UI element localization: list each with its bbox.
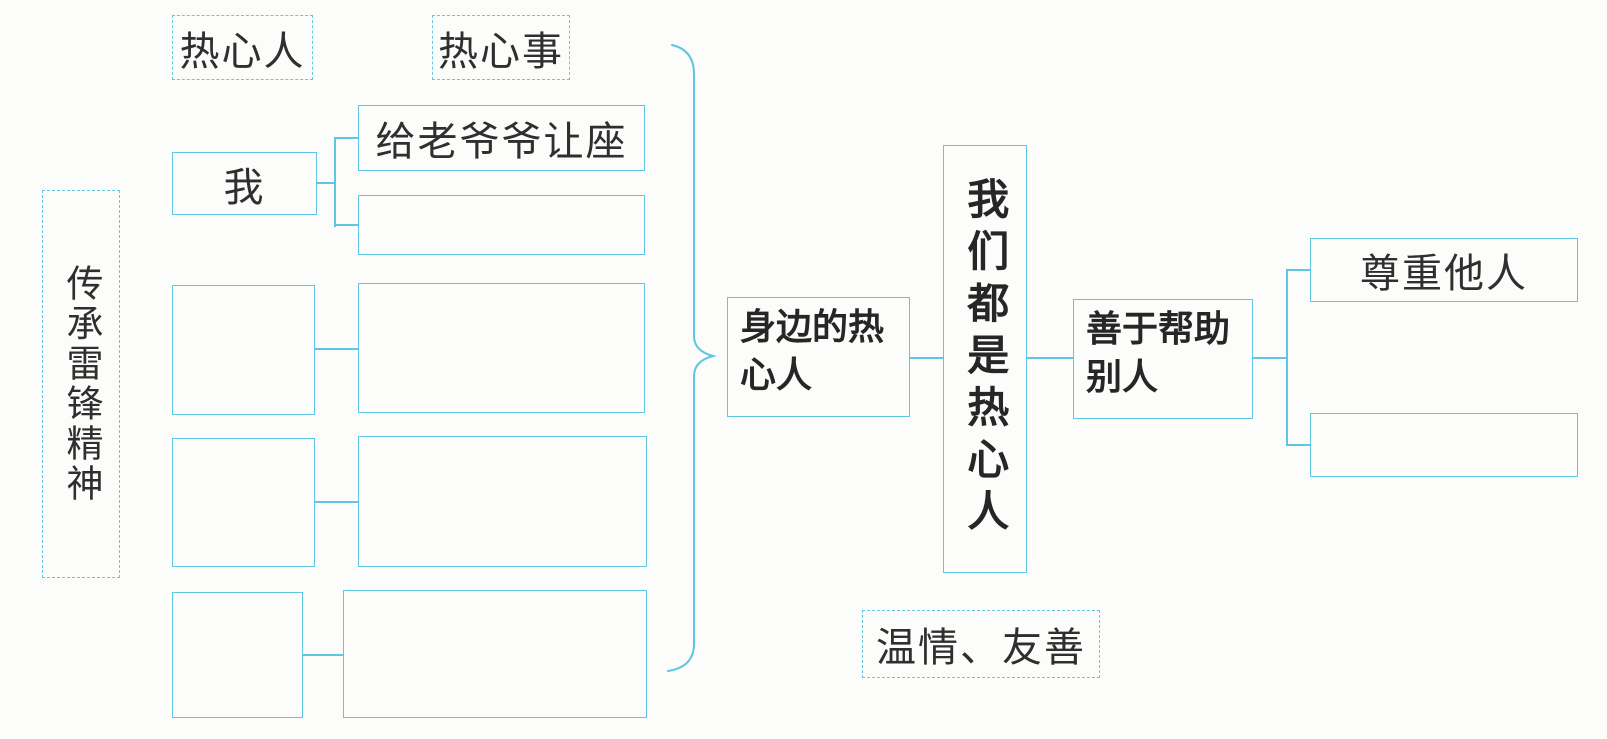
connector-branch-top: [1286, 269, 1310, 271]
connector-row2: [315, 348, 358, 350]
person-box-row1: 我: [172, 152, 317, 215]
footer-label-box: 温情、友善: [862, 610, 1100, 678]
connector-row1-branch-vertical: [334, 137, 336, 227]
deed-row1-top-label: 给老爷爷让座: [375, 119, 628, 165]
deed-box-row2-blank: [358, 283, 645, 413]
right-item-blank: [1310, 413, 1578, 477]
connector-branch-vertical: [1286, 269, 1288, 446]
branch-node-line2: 别人: [1086, 356, 1159, 398]
person-box-row2-blank: [172, 285, 315, 415]
person-box-row3-blank: [172, 438, 315, 567]
group-node-line1: 身边的热: [740, 307, 885, 348]
main-title: 我们都是热心人: [960, 177, 1010, 541]
branch-node-line1: 善于帮助: [1086, 309, 1231, 350]
theme-label-box: 传承雷锋精神: [42, 190, 120, 578]
connector-row1-stem: [317, 182, 335, 184]
right-item-respect-others: 尊重他人: [1310, 238, 1578, 302]
group-node-line2: 心人: [740, 354, 813, 396]
connector-row4: [303, 654, 343, 656]
deed-box-row4-blank: [343, 590, 647, 718]
main-title-box: 我们都是热心人: [943, 145, 1027, 573]
connector-branch-bottom: [1286, 444, 1310, 446]
branch-node-label: 善于帮助 别人: [1086, 306, 1230, 401]
connector-row1-branch-bottom: [334, 224, 358, 226]
group-node-nearby-helpers: 身边的热 心人: [727, 297, 910, 417]
right-item1-label: 尊重他人: [1360, 251, 1528, 297]
group-node-label: 身边的热 心人: [740, 304, 884, 399]
column-header-person-label: 热心人: [179, 28, 306, 75]
footer-label: 温情、友善: [876, 625, 1086, 671]
deed-box-row1-bottom-blank: [358, 195, 645, 255]
column-header-deed-label: 热心事: [438, 28, 564, 75]
theme-label: 传承雷锋精神: [60, 264, 103, 504]
branch-node-good-at-helping: 善于帮助 别人: [1073, 299, 1253, 419]
connector-group-to-main: [910, 357, 943, 359]
deed-box-row1-top: 给老爷爷让座: [358, 105, 645, 171]
column-header-person: 热心人: [172, 15, 313, 80]
connector-row1-branch-top: [334, 137, 358, 139]
connector-main-to-branch: [1027, 357, 1073, 359]
column-header-deed: 热心事: [432, 15, 570, 80]
connector-row3: [315, 501, 358, 503]
person-box-row4-blank: [172, 592, 303, 718]
connector-branch-stem: [1253, 357, 1288, 359]
deed-box-row3-blank: [358, 436, 647, 567]
person-row1-label: 我: [223, 164, 266, 211]
